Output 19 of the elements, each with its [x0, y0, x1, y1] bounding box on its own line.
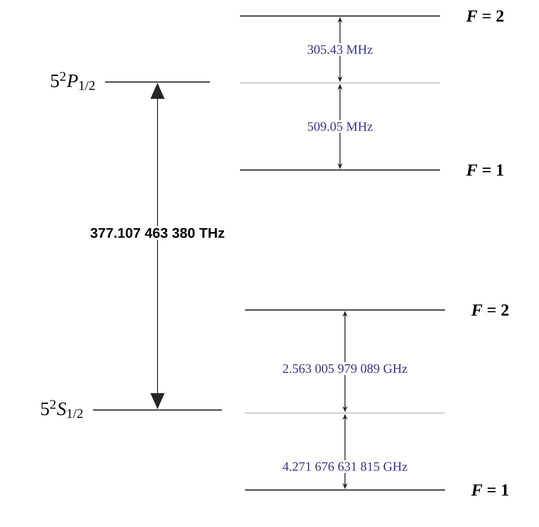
edge-label: 305.43 MHz: [308, 45, 372, 54]
node-label: F = 1: [466, 164, 504, 176]
energy-level: F = 2: [240, 10, 504, 22]
node-label: 5$^{2}$P$_{1/2}$: [51, 72, 95, 90]
edge-label: 4.271 676 631 815 GHz: [282, 462, 408, 471]
edge-label: 2.563 005 979 089 GHz: [282, 364, 408, 373]
edge-label: 377.107 463 380 THz: [90, 228, 224, 238]
energy-level: F = 1: [245, 484, 508, 496]
energy-level: 5$^{2}$S$_{1/2}$: [41, 400, 222, 418]
node-label: F = 2: [466, 10, 504, 22]
energy-level: F = 1: [240, 164, 504, 176]
node-label: F = 2: [471, 304, 508, 316]
node-label: F = 1: [471, 484, 508, 496]
edge-label: 509.05 MHz: [308, 122, 372, 131]
node-label: 5$^{2}$S$_{1/2}$: [41, 400, 83, 418]
energy-level: 5$^{2}$P$_{1/2}$: [51, 72, 210, 90]
sublevel-line: [240, 82, 440, 84]
sublevel-line: [245, 412, 445, 414]
energy-level: F = 2: [245, 304, 508, 316]
